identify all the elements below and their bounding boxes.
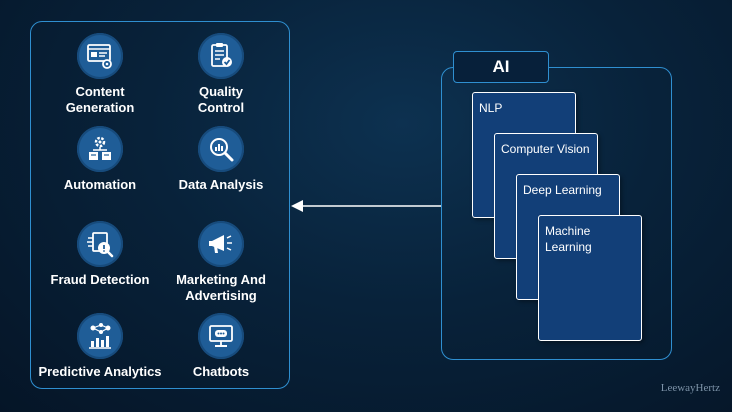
app-data-analysis: Data Analysis bbox=[151, 126, 291, 193]
app-predictive-analytics: Predictive Analytics bbox=[30, 313, 170, 380]
applications-panel bbox=[30, 21, 290, 389]
app-label: Automation bbox=[63, 177, 137, 192]
layer-card-machine-learning: Machine Learning bbox=[538, 215, 642, 341]
app-label: Quality Control bbox=[197, 84, 245, 115]
app-label: Fraud Detection bbox=[50, 272, 150, 287]
predictive-analytics-icon bbox=[77, 313, 123, 359]
app-label: Data Analysis bbox=[178, 177, 264, 192]
watermark: LeewayHertz bbox=[660, 382, 720, 394]
app-marketing-advertising: Marketing And Advertising bbox=[151, 221, 291, 304]
app-label: Chatbots bbox=[192, 364, 250, 379]
app-label: Predictive Analytics bbox=[38, 364, 162, 379]
layer-label: Computer Vision bbox=[501, 142, 590, 156]
layer-label: Deep Learning bbox=[523, 183, 602, 197]
layer-label: NLP bbox=[479, 101, 503, 115]
content-generation-icon bbox=[77, 33, 123, 79]
quality-control-icon bbox=[198, 33, 244, 79]
app-automation: Automation bbox=[30, 126, 170, 193]
arrow-left-icon bbox=[291, 200, 441, 212]
fraud-detection-icon bbox=[77, 221, 123, 267]
layer-label: Machine Learning bbox=[545, 224, 592, 254]
data-analysis-icon bbox=[198, 126, 244, 172]
app-fraud-detection: Fraud Detection bbox=[30, 221, 170, 288]
marketing-megaphone-icon bbox=[198, 221, 244, 267]
app-chatbots: Chatbots bbox=[151, 313, 291, 380]
app-label: Marketing And Advertising bbox=[176, 272, 266, 303]
app-quality-control: Quality Control bbox=[151, 33, 291, 116]
app-label: Content Generation bbox=[65, 84, 135, 115]
app-content-generation: Content Generation bbox=[30, 33, 170, 116]
ai-title: AI bbox=[453, 51, 549, 83]
chatbot-icon bbox=[198, 313, 244, 359]
automation-icon bbox=[77, 126, 123, 172]
ai-panel bbox=[441, 67, 672, 360]
